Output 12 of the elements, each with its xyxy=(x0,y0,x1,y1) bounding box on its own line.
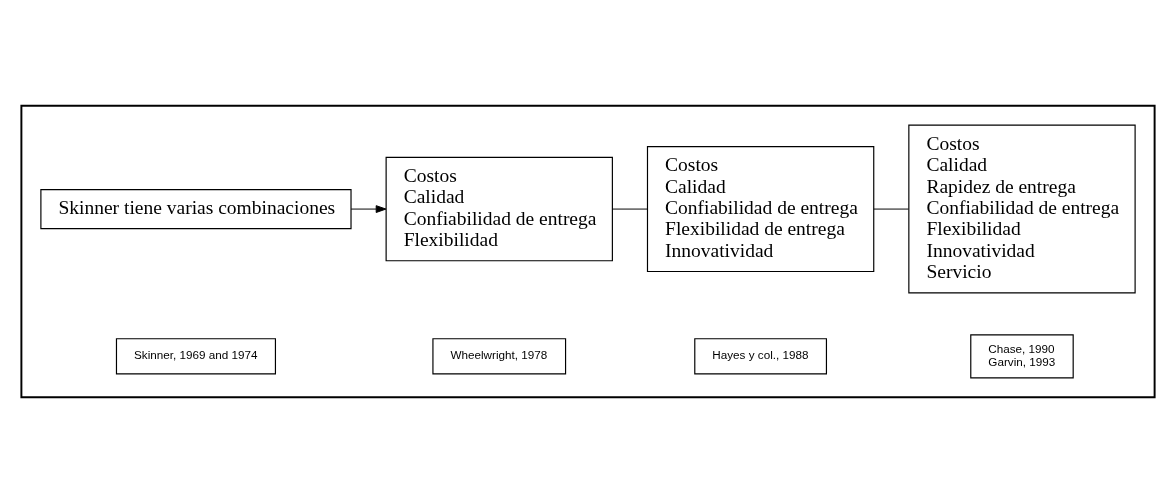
node-box: Wheelwright, 1978 xyxy=(432,337,567,374)
node-box: Skinner tiene varias combinaciones xyxy=(40,188,352,229)
connector xyxy=(873,208,910,210)
cluster xyxy=(20,104,1156,398)
node-box: Skinner, 1969 and 1974 xyxy=(115,337,277,374)
arrow xyxy=(350,204,387,213)
node-box: Chase, 1990 Garvin, 1993 xyxy=(970,333,1074,378)
node-box: Costos Calidad Confiabilidad de entrega Flexibilidad de entrega Innovatividad xyxy=(646,145,875,272)
connector xyxy=(612,208,648,210)
node-box: Costos Calidad Rapidez de entrega Confiabilidad de entrega Flexibilidad Innovatividad Servicio xyxy=(908,124,1136,294)
node-box: Costos Calidad Confiabilidad de entrega Flexibilidad xyxy=(385,156,613,261)
node-box: Hayes y col., 1988 xyxy=(694,337,828,374)
